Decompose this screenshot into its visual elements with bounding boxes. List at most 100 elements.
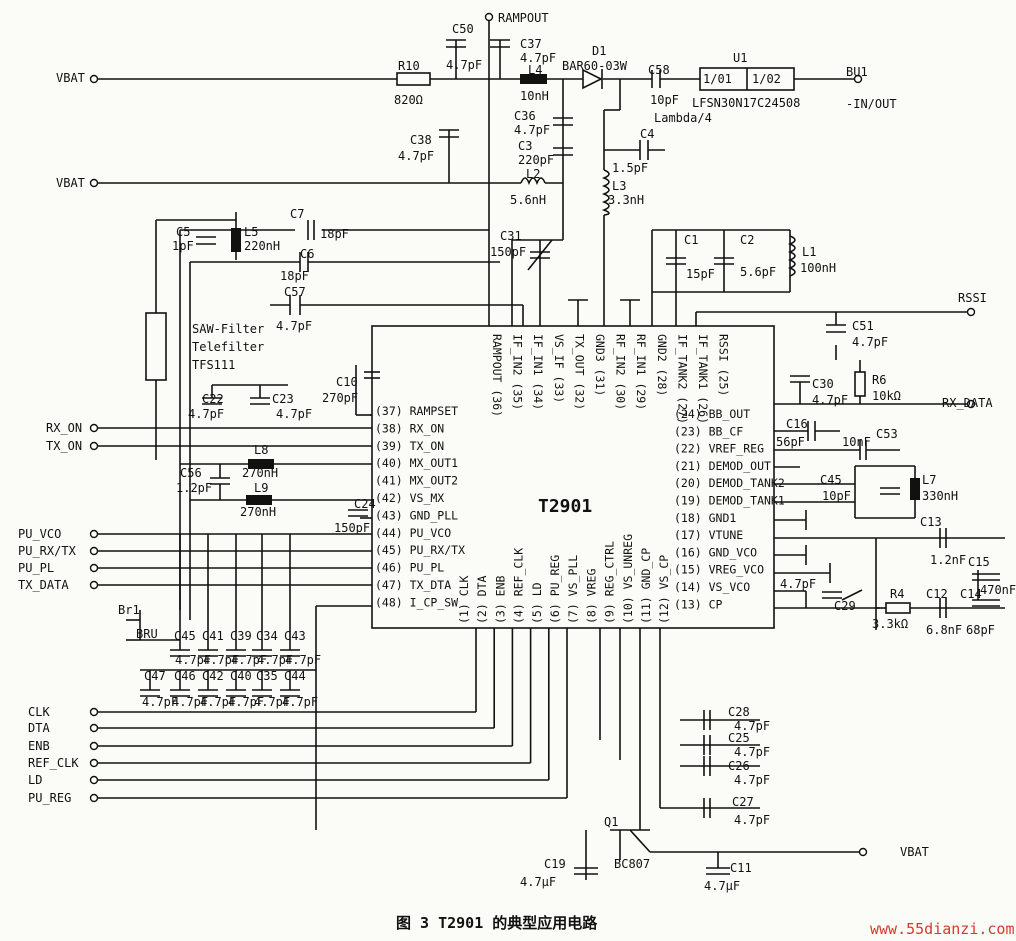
pu-pl-terminal [89, 563, 99, 573]
c36-ref: C36 [514, 109, 536, 123]
q1-value: BC807 [614, 857, 650, 871]
chip-pin-bottom: (7) VS_PLL [566, 555, 580, 624]
r6-ref: R6 [872, 373, 886, 387]
bank2-value-0: 4.7pF [142, 695, 178, 709]
chip-pin-top: RSSI (25) [717, 334, 731, 396]
bank2-value-5: 4.7pF [282, 695, 318, 709]
chip-pin-top: GND3 (31) [593, 334, 607, 396]
bank2-value-2: 4.7pF [200, 695, 236, 709]
chip-pin-bottom: (1) CLK [457, 575, 471, 624]
c13-ref: C13 [920, 515, 942, 529]
chip-pin-left: (44) PU_VCO [375, 526, 451, 540]
c7-ref: C7 [290, 207, 304, 221]
l1-value: 100nH [800, 261, 836, 275]
chip-pin-top: RAMPOUT (36) [490, 334, 504, 417]
bu1-terminal [853, 74, 863, 84]
chip-pin-left: (48) I_CP_SW [375, 595, 458, 609]
u1-pin2: 1/02 [752, 72, 781, 86]
l1-inductor [787, 235, 796, 277]
c26-value: 4.7pF [734, 773, 770, 787]
c16-ref: C16 [786, 417, 808, 431]
pu-rx-tx-terminal [89, 546, 99, 556]
c6-value: 18pF [280, 269, 309, 283]
left-ctrl-label-1: PU_RX/TX [18, 544, 77, 558]
c12-ref: C12 [926, 587, 948, 601]
br1-label: Br1 [118, 603, 140, 617]
left-ctrl-label-0: PU_VCO [18, 527, 61, 541]
chip-pin-bottom: (10) VS_UNREG [621, 534, 635, 624]
q1-ref: Q1 [604, 815, 618, 829]
l7-ref: L7 [922, 473, 936, 487]
rampout-terminal [484, 12, 494, 22]
vbat2-terminal [89, 178, 99, 188]
c10-ref: C10 [336, 375, 358, 389]
c10-value: 270pF [322, 391, 358, 405]
c58-value: 10pF [650, 93, 679, 107]
c27-ref: C27 [732, 795, 754, 809]
l9-value: 270nH [240, 505, 276, 519]
c37-ref: C37 [520, 37, 542, 51]
c24-ref: C24 [354, 497, 376, 511]
bottom-ctrl-terminal [89, 758, 99, 768]
rx-on-terminal [89, 423, 99, 433]
l2-value: 5.6nH [510, 193, 546, 207]
c3-value: 220pF [518, 153, 554, 167]
c31-ref: C31 [500, 229, 522, 243]
r10-resistor [396, 72, 431, 86]
chip-pin-left: (43) GND_PLL [375, 508, 458, 522]
rssi-terminal [966, 307, 976, 317]
c22-ref: C22 [202, 392, 224, 406]
c15-ref: C15 [968, 555, 990, 569]
chip-pin-left: (40) MX_OUT1 [375, 456, 458, 470]
l8-ref: L8 [254, 443, 268, 457]
chip-pin-top: IF_TANK2 (27) [675, 334, 689, 424]
bank2-ref-3: C40 [230, 669, 252, 683]
bank1-ref-4: C43 [284, 629, 306, 643]
bank2-ref-4: C35 [256, 669, 278, 683]
chip-pin-right: (18) GND1 [674, 511, 736, 525]
c14-value: 68pF [966, 623, 995, 637]
bottom-ctrl-terminal [89, 793, 99, 803]
bottom-ctrl-label-5: PU_REG [28, 791, 71, 805]
pu-vco-terminal [89, 529, 99, 539]
bottom-ctrl-terminal [89, 741, 99, 751]
chip-pin-top: GND2 (28) [655, 334, 669, 396]
c2-ref: C2 [740, 233, 754, 247]
c15-value: 470nF [980, 583, 1016, 597]
rampout-label: RAMPOUT [498, 11, 549, 25]
saw-label-2: Telefilter [192, 340, 264, 354]
bottom-ctrl-label-1: DTA [28, 721, 50, 735]
bank2-value-3: 4.7pF [228, 695, 264, 709]
bottom-ctrl-terminal [89, 723, 99, 733]
rx-data-label: RX_DATA [942, 396, 993, 410]
c30-ref: C30 [812, 377, 834, 391]
c11-value: 4.7μF [704, 879, 740, 893]
vbat3-terminal [858, 847, 868, 857]
saw-label-1: SAW-Filter [192, 322, 264, 336]
c23-ref: C23 [272, 392, 294, 406]
l2-inductor [520, 177, 546, 186]
bottom-control-lines [89, 628, 568, 803]
r10-ref: R10 [398, 59, 420, 73]
bu1-label: BU1 [846, 65, 868, 79]
c1-value: 15pF [686, 267, 715, 281]
tx-on-terminal [89, 441, 99, 451]
chip-pin-left: (47) TX_DTA [375, 578, 451, 592]
c37-value: 4.7pF [520, 51, 556, 65]
chip-pin-right: (22) VREF_REG [674, 442, 764, 456]
c28-ref: C28 [728, 705, 750, 719]
c3-ref: C3 [518, 139, 532, 153]
u1-pin1: 1/01 [703, 72, 732, 86]
chip-pin-right: (14) VS_VCO [674, 580, 750, 594]
chip-pin-left: (45) PU_RX/TX [375, 543, 465, 557]
u1-value: LFSN30N17C24508 [692, 96, 800, 110]
c23-value: 4.7pF [276, 407, 312, 421]
c31-value: 150pF [490, 245, 526, 259]
chip-body [371, 325, 775, 629]
c38-ref: C38 [410, 133, 432, 147]
lambda-label: Lambda/4 [654, 111, 712, 125]
bank2-value-4: 4.7pF [254, 695, 290, 709]
bank2-ref-1: C46 [174, 669, 196, 683]
bank2-value-1: 4.7pF [172, 695, 208, 709]
